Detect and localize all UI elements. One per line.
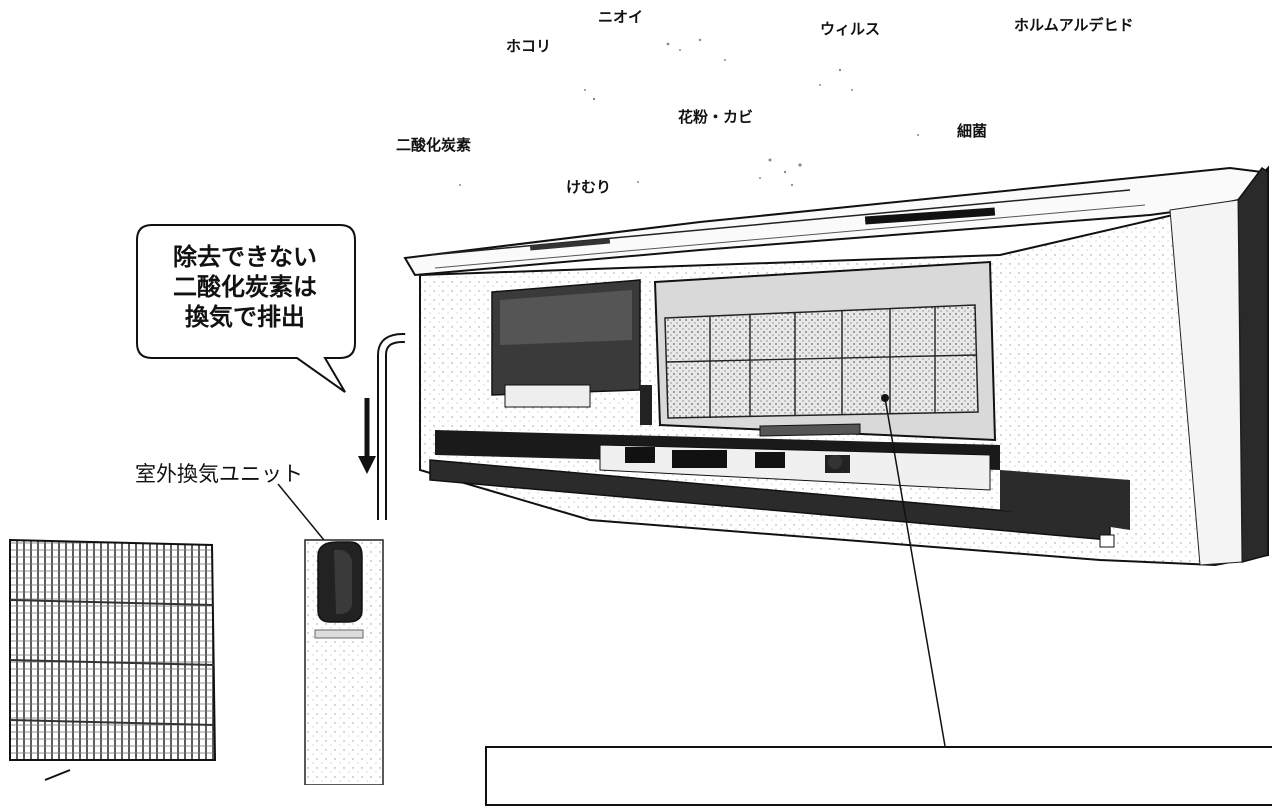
- label-dust: ホコリ: [506, 37, 552, 55]
- label-pollen-mold: 花粉・カビ: [678, 108, 754, 126]
- callout-bubble: [136, 224, 356, 393]
- duct-pipe: [377, 332, 406, 520]
- indoor-ac-unit: [403, 165, 1269, 747]
- label-formaldehyde: ホルムアルデヒド: [1014, 16, 1134, 34]
- label-co2: 二酸化炭素: [396, 136, 472, 154]
- callout-line-1: 除去できない: [173, 243, 317, 271]
- outdoor-unit-label: 室外換気ユニット: [135, 462, 303, 486]
- label-smoke: けむり: [566, 178, 612, 196]
- info-box: [485, 746, 1272, 806]
- scene-illustration: [9, 38, 1269, 785]
- callout-text: 除去できない 二酸化炭素は 換気で排出: [140, 242, 350, 332]
- label-bacteria: 細菌: [957, 122, 988, 140]
- callout-line-3: 換気で排出: [185, 303, 305, 331]
- pollutant-particles: [459, 38, 919, 187]
- outdoor-ventilation-unit: [304, 539, 384, 785]
- outdoor-ac-unit: [9, 538, 217, 781]
- label-odor: ニオイ: [598, 8, 644, 26]
- label-virus: ウィルス: [820, 20, 881, 38]
- arrow-down-icon: [358, 398, 376, 474]
- callout-line-2: 二酸化炭素は: [173, 273, 317, 301]
